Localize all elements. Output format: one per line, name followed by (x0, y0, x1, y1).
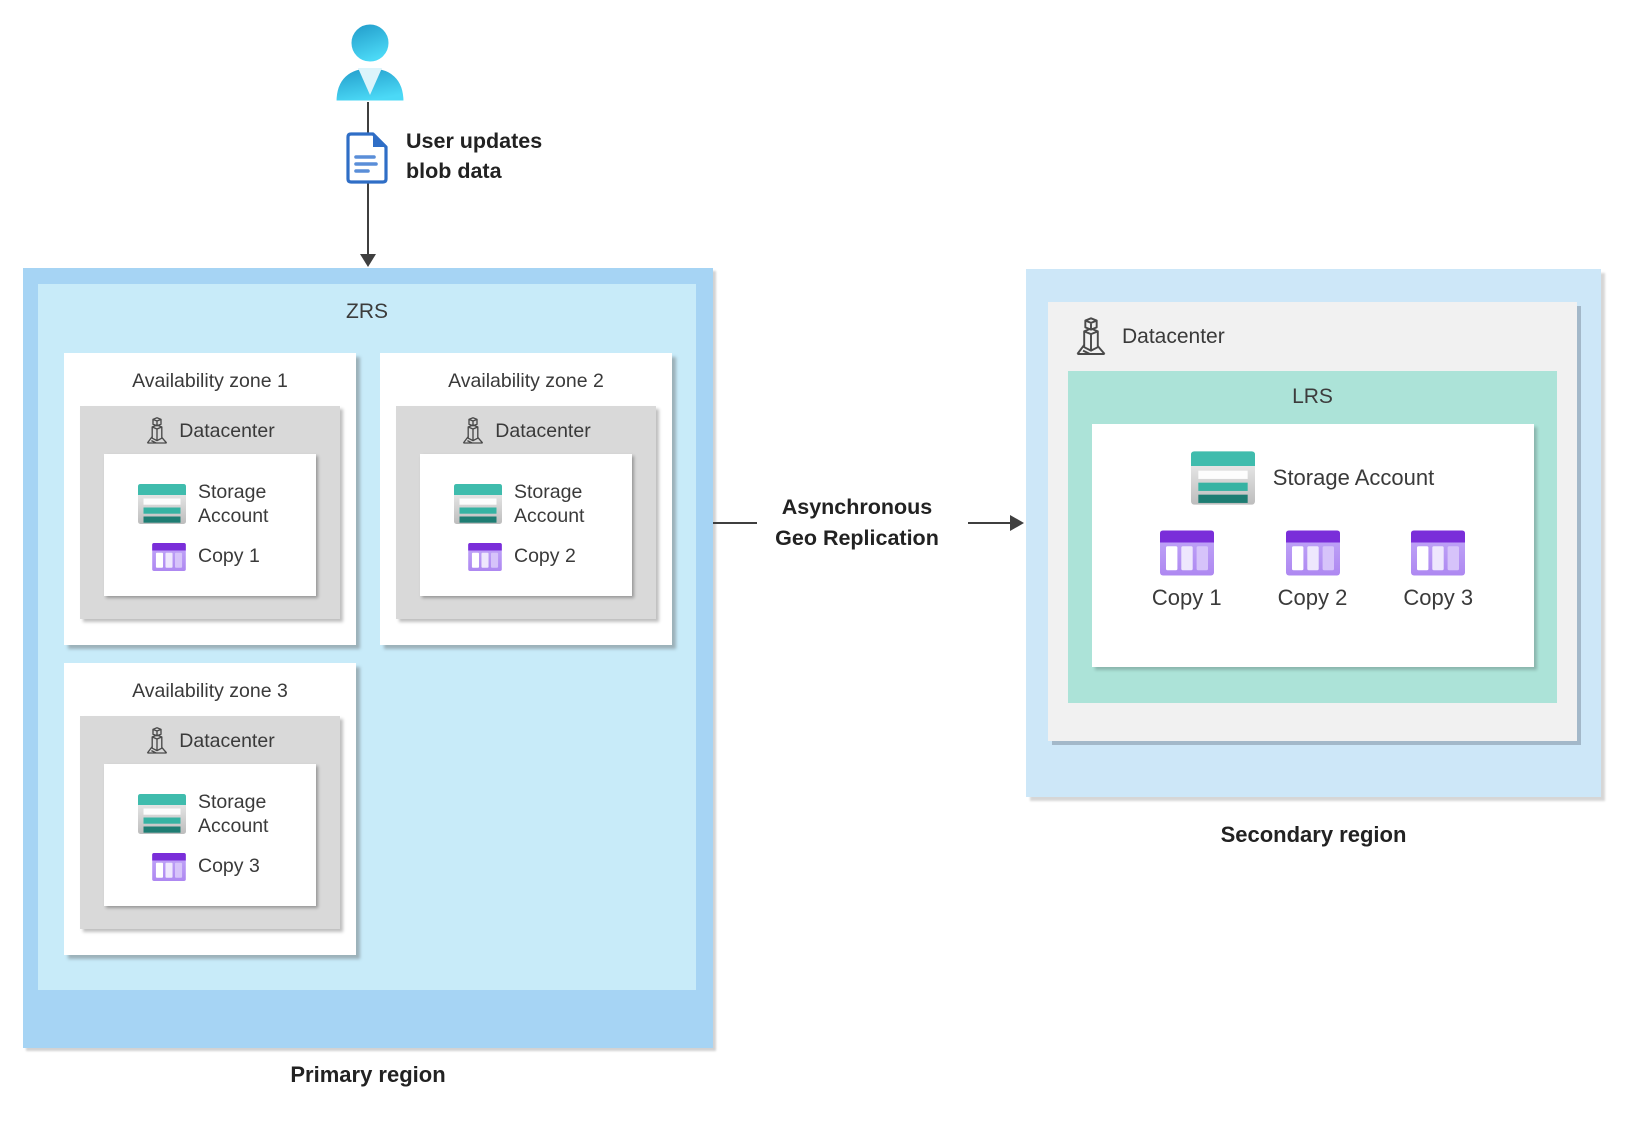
datacenter-icon (147, 727, 168, 754)
storage-panel: Storage Account Copy 3 (104, 764, 316, 906)
zrs-label: ZRS (346, 300, 388, 323)
secondary-datacenter-header: Datacenter (1048, 302, 1577, 358)
datacenter-header: Datacenter (461, 416, 591, 446)
availability-zone-title: Availability zone 3 (132, 680, 288, 702)
geo-replication-line-right (968, 522, 1010, 524)
storage-account-label: Storage Account (198, 790, 269, 838)
datacenter-box: Datacenter Storage Accoun (80, 406, 340, 619)
arrow-down-icon (360, 254, 376, 267)
copy-label: Copy 2 (1277, 585, 1348, 610)
arrow-right-icon (1010, 515, 1024, 531)
copy-label: Copy 2 (514, 545, 576, 567)
copy-table-icon (1285, 530, 1340, 576)
geo-replication-line1: Asynchronous (781, 495, 933, 519)
lrs-label: LRS (1292, 385, 1333, 408)
primary-region-label: Primary region (290, 1062, 446, 1087)
availability-zone-card-2: Availability zone 2 Datacenter (380, 353, 672, 645)
copy-table-icon (1411, 530, 1466, 576)
datacenter-box: Datacenter Storage Accoun (80, 716, 340, 929)
copy-label: Copy 3 (1403, 585, 1474, 610)
copies-row: Copy 1 Copy 2 (1092, 530, 1534, 611)
datacenter-label: Datacenter (495, 419, 591, 442)
secondary-region-label: Secondary region (1220, 822, 1407, 847)
datacenter-label: Datacenter (179, 729, 275, 752)
secondary-datacenter-box: Datacenter LRS Storage Account (1048, 302, 1577, 741)
copy-label: Copy 3 (198, 855, 260, 877)
user-updates-line1: User updates (406, 129, 543, 153)
zrs-box: ZRS Availability zone 1 Datacenter (38, 284, 696, 990)
storage-account-icon (138, 794, 186, 834)
primary-region-box: ZRS Availability zone 1 Datacenter (23, 268, 713, 1048)
secondary-storage-panel: Storage Account Copy 1 (1091, 424, 1534, 667)
copy-table-icon (152, 542, 186, 571)
datacenter-label: Datacenter (179, 419, 275, 442)
storage-panel: Storage Account Copy 1 (104, 454, 316, 596)
datacenter-header: Datacenter (145, 726, 275, 756)
storage-account-icon (1190, 451, 1255, 505)
copy-label: Copy 1 (198, 545, 260, 567)
geo-replication-label: Asynchronous Geo Replication (752, 492, 962, 553)
storage-row: Storage Account (1092, 451, 1534, 505)
availability-zone-card-3: Availability zone 3 Datacenter (64, 663, 356, 955)
datacenter-icon (1076, 317, 1106, 355)
availability-zone-title: Availability zone 2 (448, 370, 604, 392)
datacenter-header: Datacenter (145, 416, 275, 446)
person-icon (333, 22, 407, 102)
copy-table-icon (1159, 530, 1214, 576)
availability-zone-card-1: Availability zone 1 Datacenter (64, 353, 356, 645)
storage-account-icon (454, 484, 502, 524)
copy-item: Copy 1 (1152, 530, 1222, 611)
geo-replication-line2: Geo Replication (775, 525, 939, 550)
lrs-box: LRS Storage Account (1068, 371, 1557, 703)
copy-table-icon (152, 852, 186, 881)
copy-item: Copy 2 (1277, 530, 1348, 611)
availability-zone-title: Availability zone 1 (132, 370, 288, 392)
datacenter-icon (147, 417, 168, 444)
document-icon (346, 132, 388, 184)
storage-panel: Storage Account Copy 2 (420, 454, 632, 596)
storage-account-label: Storage Account (514, 480, 585, 528)
datacenter-box: Datacenter Storage Accoun (396, 406, 656, 619)
storage-account-label: Storage Account (198, 480, 269, 528)
datacenter-label: Datacenter (1122, 325, 1225, 348)
secondary-region-box: Datacenter LRS Storage Account (1026, 269, 1601, 797)
user-updates-line2: blob data (406, 159, 502, 183)
copy-table-icon (468, 542, 502, 571)
copy-item: Copy 3 (1403, 530, 1473, 611)
storage-account-label: Storage Account (1272, 465, 1435, 490)
geo-replication-line-left (713, 522, 757, 524)
storage-account-icon (138, 484, 186, 524)
copy-label: Copy 1 (1151, 585, 1222, 610)
user-updates-label: User updates blob data (406, 126, 542, 186)
datacenter-icon (463, 417, 484, 444)
